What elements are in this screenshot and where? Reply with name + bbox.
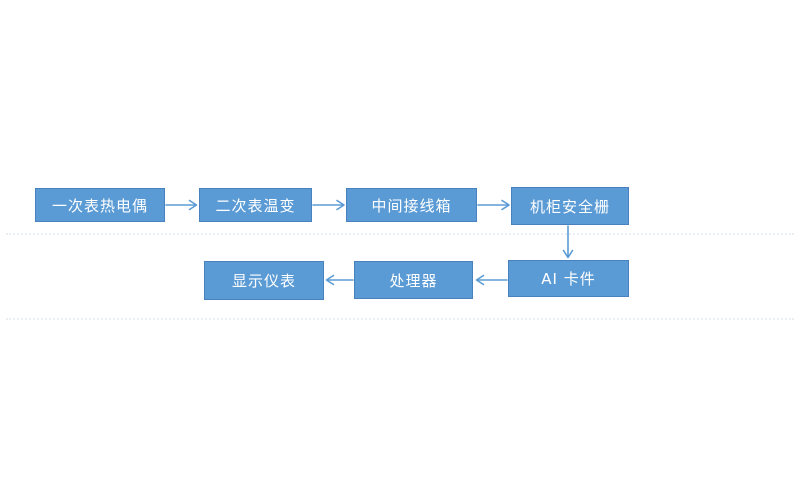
arrow-right-icon [165, 199, 198, 211]
flow-node-processor: 处理器 [354, 261, 473, 299]
flow-node-intermediate-junction-box: 中间接线箱 [346, 188, 477, 222]
flow-node-display-instrument: 显示仪表 [204, 261, 324, 300]
arrow-right-icon [312, 199, 345, 211]
scan-artifact-line [6, 318, 794, 320]
flow-node-secondary-temp-transmitter: 二次表温变 [199, 188, 312, 222]
arrow-right-icon [477, 199, 510, 211]
arrow-left-icon [475, 274, 508, 286]
arrow-left-icon [325, 274, 354, 286]
arrow-down-icon [562, 225, 574, 259]
flow-node-cabinet-safety-barrier: 机柜安全栅 [511, 187, 629, 225]
scan-artifact-line [6, 233, 794, 235]
flow-node-primary-thermocouple: 一次表热电偶 [35, 188, 165, 222]
flow-node-ai-card: AI 卡件 [508, 260, 629, 297]
